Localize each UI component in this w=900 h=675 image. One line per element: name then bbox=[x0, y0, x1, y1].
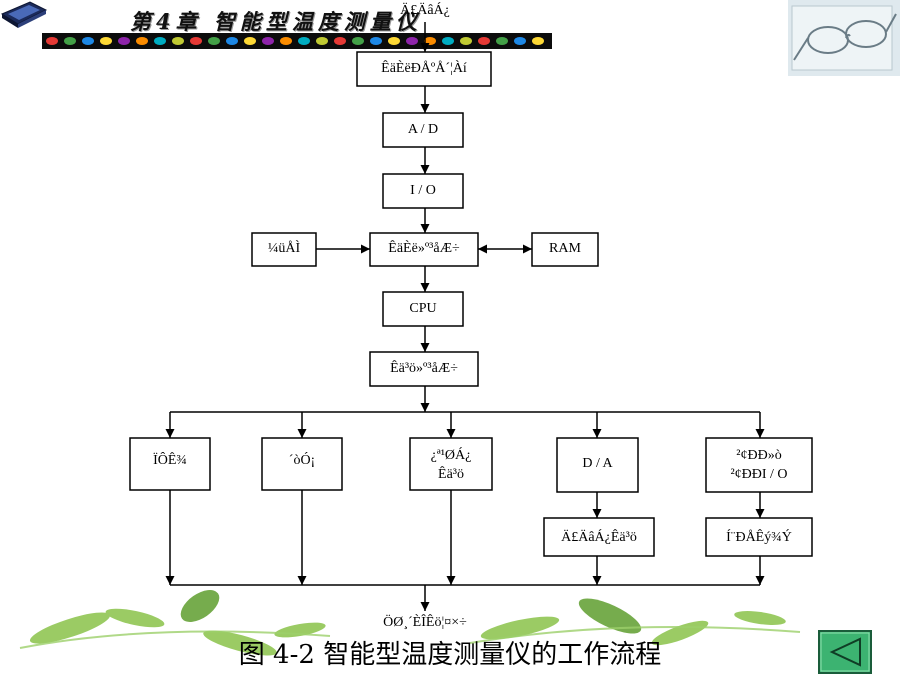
label-cpu: CPU bbox=[409, 301, 437, 316]
glasses-image bbox=[788, 0, 900, 76]
decorative-dot bbox=[46, 37, 58, 45]
decorative-dot bbox=[226, 37, 238, 45]
decorative-dot bbox=[118, 37, 130, 45]
label-bottom-output: ÖØ¸´ÈÎÊö¦¤×÷ bbox=[383, 615, 467, 630]
label-serial-io-2: ²¢ÐÐI / O bbox=[730, 467, 788, 482]
box-da bbox=[556, 437, 639, 493]
label-keyboard: ¼üÅÌ bbox=[267, 241, 301, 256]
decorative-dot bbox=[136, 37, 148, 45]
decorative-dot bbox=[64, 37, 76, 45]
decorative-dot bbox=[208, 37, 220, 45]
box-ad bbox=[382, 112, 464, 148]
decorative-dot bbox=[496, 37, 508, 45]
box-sensor bbox=[356, 51, 492, 87]
label-switch-output-2: Êä³ö bbox=[438, 467, 464, 482]
box-output-buffer bbox=[369, 351, 479, 387]
decorative-dot bbox=[298, 37, 310, 45]
label-input-buffer: ÊäÈë»º³åÆ÷ bbox=[388, 241, 460, 256]
box-comm bbox=[705, 517, 813, 557]
decorative-dot bbox=[532, 37, 544, 45]
decorative-dot bbox=[352, 37, 364, 45]
label-da: D / A bbox=[582, 456, 613, 471]
decorative-dot bbox=[388, 37, 400, 45]
decorative-dot bbox=[478, 37, 490, 45]
decorative-leaves bbox=[19, 590, 801, 656]
box-ram bbox=[531, 232, 599, 267]
box-print bbox=[261, 437, 343, 491]
box-switch-output bbox=[409, 437, 493, 491]
label-top-input: Ä£ÄâÁ¿ bbox=[400, 3, 450, 18]
label-output-buffer: Êä³ö»º³åÆ÷ bbox=[390, 361, 458, 376]
box-keyboard bbox=[251, 232, 317, 267]
figure-caption: 图 4-2 智能型温度测量仪的工作流程 bbox=[238, 640, 662, 670]
label-io: I / O bbox=[410, 183, 436, 198]
laptop-icon bbox=[0, 1, 48, 28]
label-comm: Í¨ÐÅÊý¾Ý bbox=[726, 530, 792, 545]
decorative-dot bbox=[316, 37, 328, 45]
box-io bbox=[382, 173, 464, 209]
decorative-dot bbox=[334, 37, 346, 45]
decorative-dot bbox=[244, 37, 256, 45]
decorative-dot bbox=[514, 37, 526, 45]
box-serial-io bbox=[705, 437, 813, 493]
label-sensor: ÊäÈëÐÅºÅ´¦Àí bbox=[381, 61, 467, 76]
decorative-dot bbox=[442, 37, 454, 45]
decorative-dot bbox=[154, 37, 166, 45]
back-button[interactable] bbox=[818, 630, 872, 674]
label-print: ´òÓ¡ bbox=[288, 453, 316, 468]
decorative-dot bbox=[100, 37, 112, 45]
label-ram: RAM bbox=[549, 241, 581, 256]
decorative-dot bbox=[172, 37, 184, 45]
label-ad: A / D bbox=[407, 122, 439, 137]
decorative-dot bbox=[460, 37, 472, 45]
chapter-title: 第4章 智能型温度测量仪 bbox=[130, 9, 422, 34]
decorative-dot bbox=[280, 37, 292, 45]
decorative-dot bbox=[190, 37, 202, 45]
decorative-dot bbox=[82, 37, 94, 45]
box-cpu bbox=[382, 291, 464, 327]
decorative-dot bbox=[406, 37, 418, 45]
decorative-dot bbox=[262, 37, 274, 45]
label-display: ÏÔÊ¾ bbox=[153, 453, 187, 468]
label-analog-output: Ä£ÄâÁ¿Êä³ö bbox=[561, 530, 637, 545]
box-analog-output bbox=[543, 517, 655, 557]
label-serial-io-1: ²¢ÐÐ»ò bbox=[736, 448, 782, 463]
label-switch-output-1: ¿ª¹ØÁ¿ bbox=[430, 448, 472, 463]
decorative-dot bbox=[370, 37, 382, 45]
back-triangle-icon bbox=[829, 637, 861, 667]
